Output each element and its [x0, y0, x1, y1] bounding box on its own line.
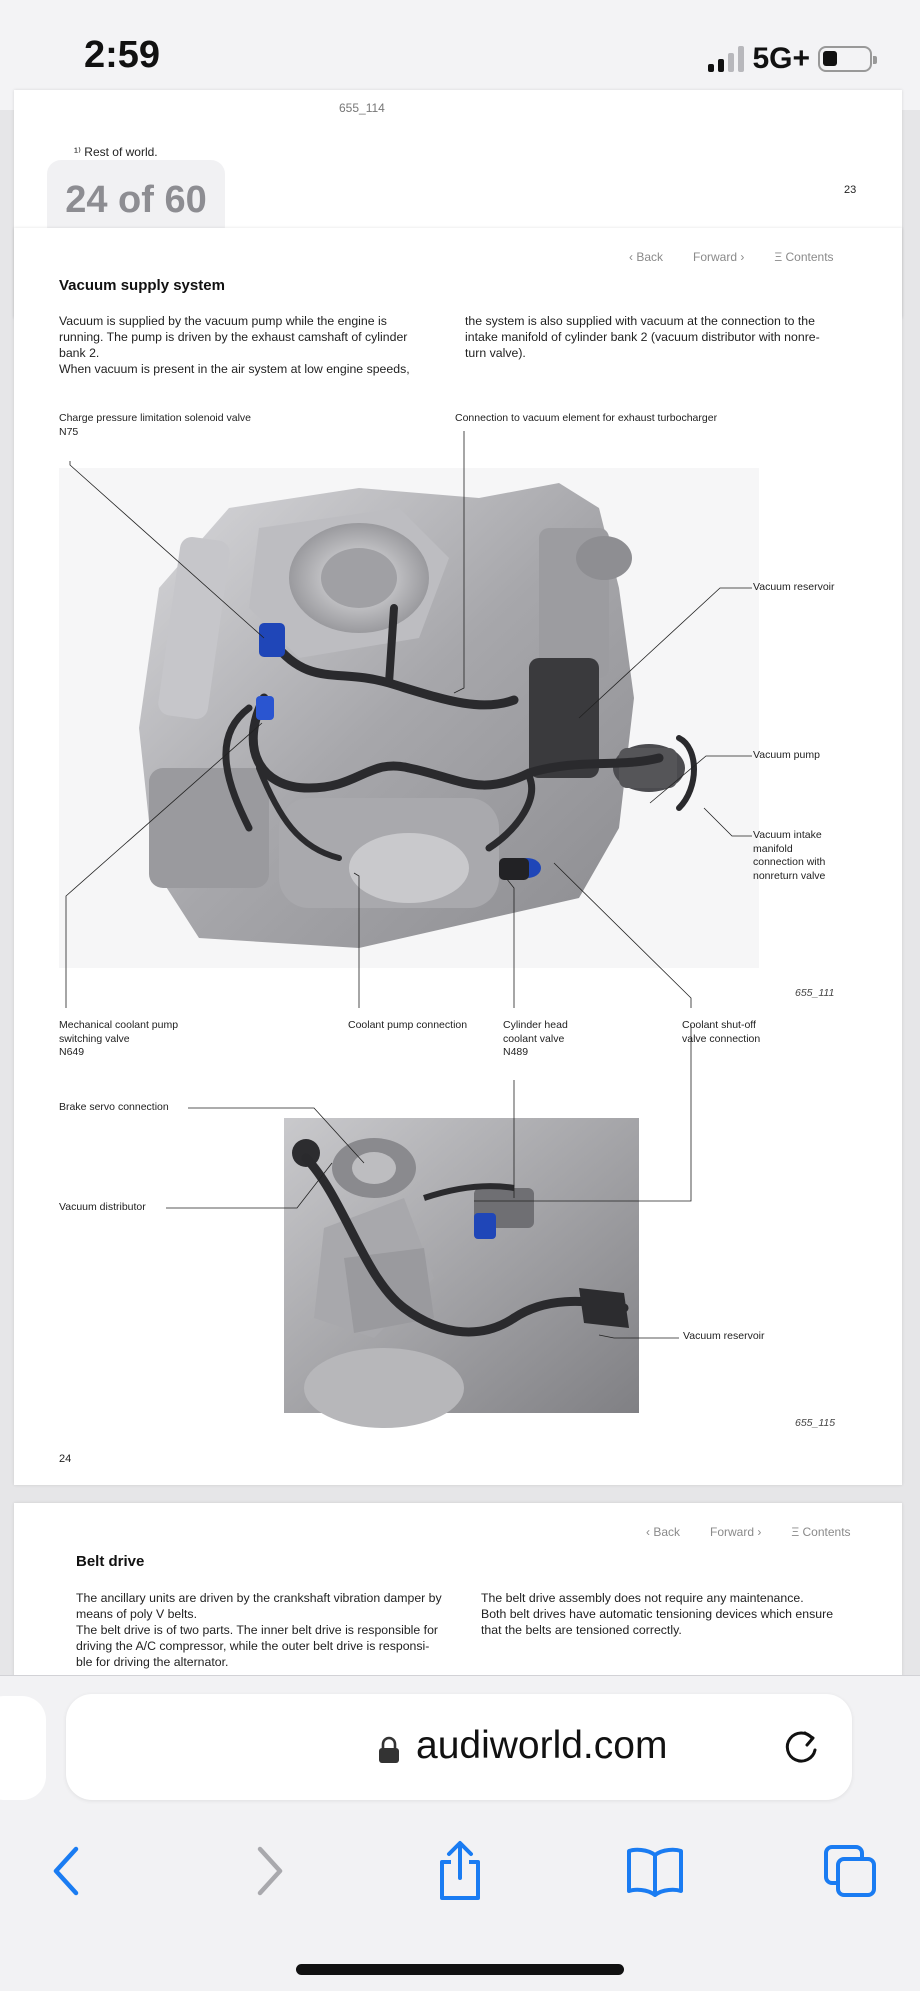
page-number: 23 [844, 184, 857, 196]
text-line: means of poly V belts. [76, 1607, 197, 1621]
engine-diagram-655-111 [59, 468, 759, 968]
label-line: switching valve [59, 1032, 130, 1045]
label-line: Cylinder head [503, 1019, 568, 1031]
label-vacuum-reservoir: Vacuum reservoir [753, 581, 835, 593]
signal-strength-icon [708, 46, 745, 72]
lock-icon [379, 1736, 399, 1763]
label-vacuum-pump: Vacuum pump [753, 749, 820, 761]
label-line: coolant valve [503, 1032, 565, 1045]
section-title: Vacuum supply system [59, 277, 225, 294]
browser-toolbar [0, 1826, 920, 1916]
back-link[interactable]: ‹ Back [629, 250, 664, 264]
back-arrow-icon [53, 1846, 79, 1896]
label-line: N489 [503, 1046, 529, 1058]
document-viewer[interactable]: 655_114 ¹⁾ Rest of world. 23 24 of 60 ‹ … [0, 90, 920, 1803]
label-vacuum-distributor: Vacuum distributor [59, 1201, 146, 1213]
text-line: Both belt drives have automatic tensioni… [481, 1607, 834, 1621]
network-type: 5G+ [752, 42, 810, 75]
label-brake-servo: Brake servo connection [59, 1101, 169, 1113]
label-n75: Charge pressure limitation solenoid valv… [59, 412, 251, 439]
body-column-1: The ancillary units are driven by the cr… [76, 1590, 466, 1670]
label-vacuum-reservoir-2: Vacuum reservoir [683, 1330, 765, 1342]
label-line: Mechanical coolant pump [59, 1019, 179, 1031]
address-bar[interactable]: audiworld.com [66, 1694, 852, 1800]
label-line: valve connection [682, 1032, 761, 1045]
label-n649: Mechanical coolant pump switching valve … [59, 1019, 178, 1060]
forward-arrow-icon [257, 1846, 283, 1896]
text-line: The belt drive is of two parts. The inne… [76, 1623, 439, 1637]
share-button[interactable] [425, 1836, 495, 1906]
contents-link[interactable]: Ξ Contents [791, 1525, 851, 1539]
bookmarks-icon [627, 1847, 683, 1897]
bookmarks-button[interactable] [620, 1836, 690, 1906]
page-number: 24 [59, 1453, 72, 1465]
text-line: the system is also supplied with vacuum … [465, 314, 815, 328]
tabs-icon [824, 1845, 876, 1897]
engine-diagram-655-115 [284, 1118, 639, 1428]
reload-icon[interactable] [778, 1724, 824, 1770]
label-line: Coolant shut-off [682, 1019, 756, 1031]
text-line: turn valve). [465, 346, 526, 360]
text-line: The belt drive assembly does not require… [481, 1591, 804, 1605]
url-text[interactable]: audiworld.com [416, 1724, 668, 1767]
footnote: ¹⁾ Rest of world. [74, 145, 158, 159]
home-indicator[interactable] [296, 1964, 624, 1975]
label-line: Charge pressure limitation solenoid valv… [59, 412, 252, 424]
status-time: 2:59 [84, 34, 161, 76]
label-coolant-pump-connection: Coolant pump connection [348, 1019, 468, 1031]
body-column-1: Vacuum is supplied by the vacuum pump wh… [59, 313, 429, 377]
label-n489: Cylinder head coolant valve N489 [503, 1019, 568, 1060]
forward-link[interactable]: Forward › [710, 1525, 762, 1539]
label-line: N649 [59, 1046, 85, 1058]
text-line: Vacuum is supplied by the vacuum pump wh… [59, 314, 387, 328]
truncated-figure-number: 655_114 [339, 101, 385, 115]
figure-number: 655_115 [795, 1417, 836, 1429]
browser-chrome: audiworld.com [0, 1675, 920, 1991]
text-line: running. The pump is driven by the exhau… [59, 330, 408, 344]
body-column-2: The belt drive assembly does not require… [481, 1590, 881, 1638]
text-line: The ancillary units are driven by the cr… [76, 1591, 442, 1605]
text-line: bank 2. [59, 346, 100, 360]
back-link[interactable]: ‹ Back [646, 1525, 681, 1539]
label-line: Vacuum intake [753, 829, 822, 841]
previous-tab-stub[interactable] [0, 1696, 46, 1800]
text-line: driving the A/C compressor, while the ou… [76, 1639, 430, 1653]
label-line: N75 [59, 425, 79, 438]
label-line: manifold [753, 842, 793, 855]
page-vacuum-supply: ‹ Back Forward › Ξ Contents Vacuum suppl… [14, 228, 902, 1485]
tabs-button[interactable] [815, 1836, 885, 1906]
label-coolant-shutoff: Coolant shut-off valve connection [682, 1019, 760, 1046]
section-title: Belt drive [76, 1553, 145, 1570]
figure-number: 655_111 [795, 987, 835, 999]
text-line: When vacuum is present in the air system… [59, 362, 410, 376]
page-indicator: 24 of 60 [47, 160, 225, 240]
label-turbo-connection: Connection to vacuum element for exhaust… [455, 412, 718, 424]
status-indicators: 5G+ [708, 42, 877, 76]
text-line: that the belts are tensioned correctly. [481, 1623, 682, 1637]
label-line: nonreturn valve [753, 869, 826, 882]
share-icon [440, 1841, 480, 1900]
back-button[interactable] [33, 1836, 103, 1906]
forward-button[interactable] [233, 1836, 303, 1906]
forward-link[interactable]: Forward › [693, 250, 745, 264]
label-line: connection with [753, 856, 826, 868]
body-column-2: the system is also supplied with vacuum … [465, 313, 865, 361]
battery-icon [818, 46, 877, 72]
page-nav: ‹ Back Forward › Ξ Contents [629, 250, 834, 264]
label-intake-manifold-connection: Vacuum intake manifold connection with n… [753, 829, 825, 883]
text-line: intake manifold of cylinder bank 2 (vacu… [465, 330, 820, 344]
page-nav: ‹ Back Forward › Ξ Contents [646, 1525, 851, 1539]
text-line: ble for driving the alternator. [76, 1655, 229, 1669]
contents-link[interactable]: Ξ Contents [774, 250, 834, 264]
